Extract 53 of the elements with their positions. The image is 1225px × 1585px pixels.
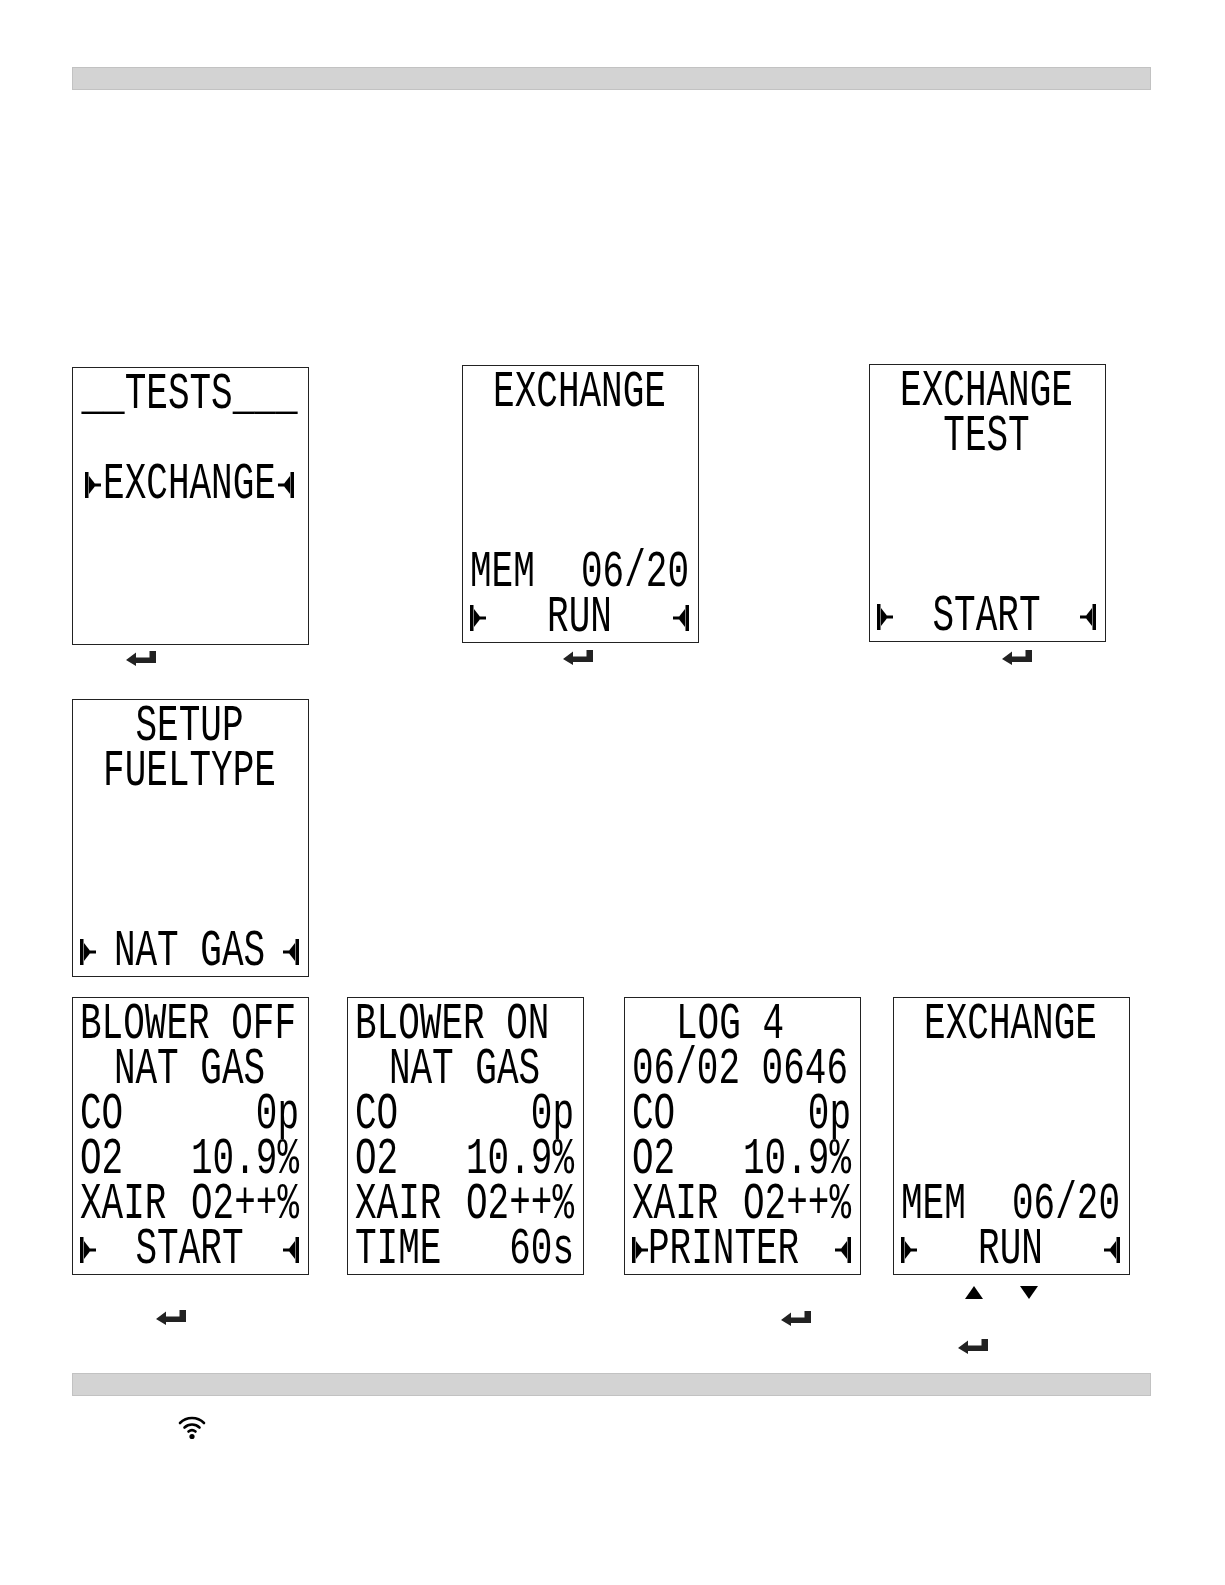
- lcd-text: O2++%: [742, 1182, 851, 1228]
- lcd-text: O2++%: [465, 1182, 574, 1228]
- lcd-text: EXCHANGE: [924, 1002, 1097, 1048]
- lcd-text: NAT GAS: [388, 1047, 541, 1093]
- lcd-text: XAIR: [632, 1182, 719, 1228]
- lcd-text: 10.9%: [190, 1137, 299, 1183]
- lcd-screen: [347, 997, 584, 1275]
- lcd-text: 0p: [530, 1092, 574, 1138]
- lcd-text: O2: [355, 1137, 399, 1183]
- lcd-text: EXCHANGE: [493, 370, 666, 416]
- lcd-screen: [893, 997, 1130, 1275]
- lcd-text: MEM: [470, 550, 535, 596]
- lcd-text: O2: [80, 1137, 124, 1183]
- lcd-text: XAIR: [355, 1182, 442, 1228]
- lcd-text: NAT GAS: [113, 1047, 266, 1093]
- lcd-text: XAIR: [80, 1182, 167, 1228]
- lcd-text: 10.9%: [742, 1137, 851, 1183]
- lcd-text: O2: [632, 1137, 676, 1183]
- lcd-text: EXCHANGE: [900, 369, 1073, 415]
- lcd-text: CO: [80, 1092, 124, 1138]
- lcd-text: START: [135, 1227, 244, 1273]
- lcd-text: 60s: [509, 1227, 574, 1273]
- lcd-text: CO: [355, 1092, 399, 1138]
- lcd-text: RUN: [978, 1227, 1043, 1273]
- lcd-text: BLOWER OFF: [80, 1002, 297, 1048]
- lcd-text: RUN: [547, 595, 612, 641]
- lcd-text: NAT GAS: [113, 929, 266, 975]
- lcd-screen: [72, 699, 309, 977]
- lcd-text: MEM: [901, 1182, 966, 1228]
- lcd-text: TIME: [355, 1227, 442, 1273]
- lcd-text: 06/20: [580, 550, 689, 596]
- lcd-text: PRINTER: [648, 1227, 800, 1273]
- lcd-screen: [624, 997, 861, 1275]
- lcd-text: 06/02 0646: [632, 1047, 849, 1093]
- lcd-text: EXCHANGE: [103, 462, 276, 508]
- lcd-text: 0p: [807, 1092, 851, 1138]
- section-heading-bar: [72, 1373, 1151, 1396]
- lcd-text: __TESTS___: [81, 367, 298, 423]
- lcd-screen: [462, 365, 699, 643]
- lcd-screen: [72, 367, 309, 645]
- lcd-text: 06/20: [1011, 1182, 1120, 1228]
- lcd-text: FUELTYPE: [103, 749, 276, 795]
- lcd-screen: [72, 997, 309, 1275]
- lcd-text: START: [932, 594, 1041, 640]
- lcd-text: SETUP: [135, 704, 244, 750]
- lcd-text: 10.9%: [465, 1137, 574, 1183]
- lcd-text: 0p: [255, 1092, 299, 1138]
- lcd-text: CO: [632, 1092, 676, 1138]
- lcd-text: TEST: [943, 414, 1030, 460]
- section-heading-bar: [72, 67, 1151, 90]
- lcd-text: O2++%: [190, 1182, 299, 1228]
- lcd-screen: [869, 364, 1106, 642]
- lcd-text: BLOWER ON: [355, 1002, 550, 1048]
